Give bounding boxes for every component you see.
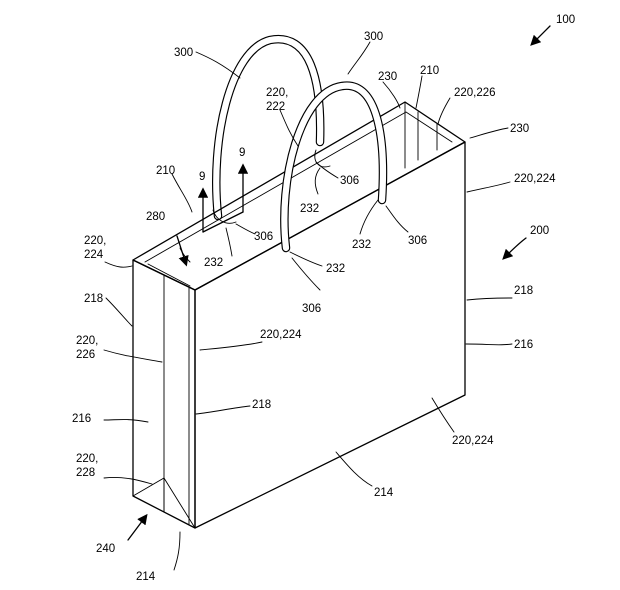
label-240: 240 [96,543,115,555]
label-232-lower: 232 [326,263,345,275]
ref-arrow-200 [502,237,527,260]
front-handle [280,81,388,253]
label-9-left: 9 [199,171,205,183]
label-220-224-bottom: 220,224 [452,435,494,447]
label-220-224-front: 220,224 [260,329,302,341]
label-230-top: 230 [378,71,397,83]
reference-labels: 100 200 300 300 230 210 220,226 220, 222… [72,14,575,583]
label-218-right: 218 [514,285,533,297]
bag-body [132,101,466,529]
label-220-224-right-top: 220,224 [514,173,556,185]
ref-arrow-240 [127,513,148,541]
label-230-right: 230 [510,123,529,135]
label-210-left: 210 [156,165,175,177]
label-306-left: 306 [254,231,273,243]
label-300-left: 300 [174,47,193,59]
label-220-222-line1: 220, [266,87,288,99]
label-220-224-side-line1: 220, [84,235,106,247]
label-280: 280 [146,211,165,223]
label-9-right: 9 [239,147,245,159]
label-306-upper: 306 [340,175,359,187]
label-218-front: 218 [252,399,271,411]
back-handle [212,34,325,221]
label-220-228-line1: 220, [76,453,98,465]
label-100: 100 [556,14,575,26]
label-216-right: 216 [514,339,533,351]
label-306-right: 306 [408,235,427,247]
label-220-226-top: 220,226 [454,87,496,99]
label-306-bottom: 306 [302,303,321,315]
label-220-226-side-line2: 226 [76,349,95,361]
label-214-bottom: 214 [136,571,156,583]
label-220-222-line2: 222 [266,101,285,113]
label-232-left: 232 [204,257,223,269]
label-200: 200 [530,225,549,237]
label-216-left: 216 [72,413,91,425]
ref-arrow-100 [530,25,551,46]
label-218-left: 218 [84,293,103,305]
label-210-top: 210 [420,65,439,77]
label-220-226-side-line1: 220, [76,335,98,347]
label-220-224-side-line2: 224 [84,249,104,261]
label-300-right: 300 [364,31,383,43]
label-220-228-line2: 228 [76,467,95,479]
label-232-upper: 232 [300,203,319,215]
leader-lines [103,41,513,571]
opening-arrow [176,235,189,267]
section-arrows [197,163,249,233]
label-232-mid: 232 [352,239,371,251]
label-214-right: 214 [374,487,394,499]
